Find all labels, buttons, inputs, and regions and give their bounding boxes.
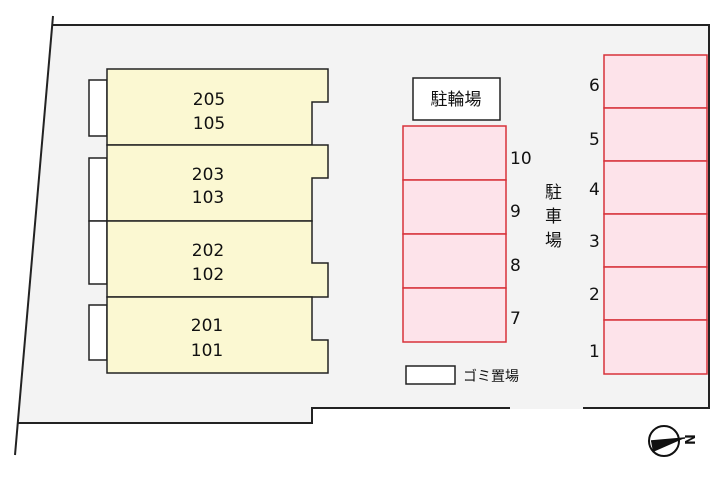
garbage-area-label: ゴミ置場 [463, 368, 519, 385]
parking-number-5: 5 [589, 130, 600, 150]
parking-label-2: 車 [545, 207, 562, 227]
parking-number-10: 10 [510, 149, 532, 169]
north-label: N [684, 434, 699, 445]
parking-label-1: 駐 [545, 183, 562, 203]
north-arrow-icon: N [648, 425, 699, 457]
parking-number-4: 4 [589, 180, 600, 200]
parking-space-3 [603, 213, 708, 268]
parking-space-2 [603, 266, 708, 321]
parking-number-2: 2 [589, 285, 600, 305]
parking-number-7: 7 [510, 309, 521, 329]
parking-space-10 [402, 125, 507, 181]
parking-space-9 [402, 179, 507, 235]
lot-boundary [53, 24, 710, 409]
unit-202: 202 [192, 241, 224, 261]
unit-block-201-101 [106, 296, 329, 374]
parking-space-1 [603, 319, 708, 375]
parking-space-7 [402, 287, 507, 343]
unit-203: 203 [192, 165, 224, 185]
parking-number-3: 3 [589, 232, 600, 252]
garbage-area-box [405, 365, 456, 385]
bicycle-parking-box [412, 77, 501, 121]
parking-number-8: 8 [510, 256, 521, 276]
unit-103: 103 [192, 188, 224, 208]
unit-labels: 205 105 203 103 202 102 201 101 [191, 90, 225, 361]
parking-number-9: 9 [510, 202, 521, 222]
parking-number-1: 1 [589, 342, 600, 362]
parking-space-4 [603, 160, 708, 215]
unit-102: 102 [192, 265, 224, 285]
parking-number-6: 6 [589, 76, 600, 96]
unit-101: 101 [191, 341, 223, 361]
unit-105: 105 [193, 114, 225, 134]
unit-205: 205 [193, 90, 225, 110]
parking-label-3: 場 [545, 231, 562, 251]
bicycle-parking-label: 駐輪場 [431, 90, 482, 110]
balconies [88, 79, 108, 361]
parking-space-8 [402, 233, 507, 289]
parking-space-5 [603, 107, 708, 162]
unit-201: 201 [191, 316, 223, 336]
parking-space-6 [603, 54, 708, 109]
lot-boundary-left [14, 15, 54, 456]
lot-boundary-bottom [18, 407, 510, 424]
